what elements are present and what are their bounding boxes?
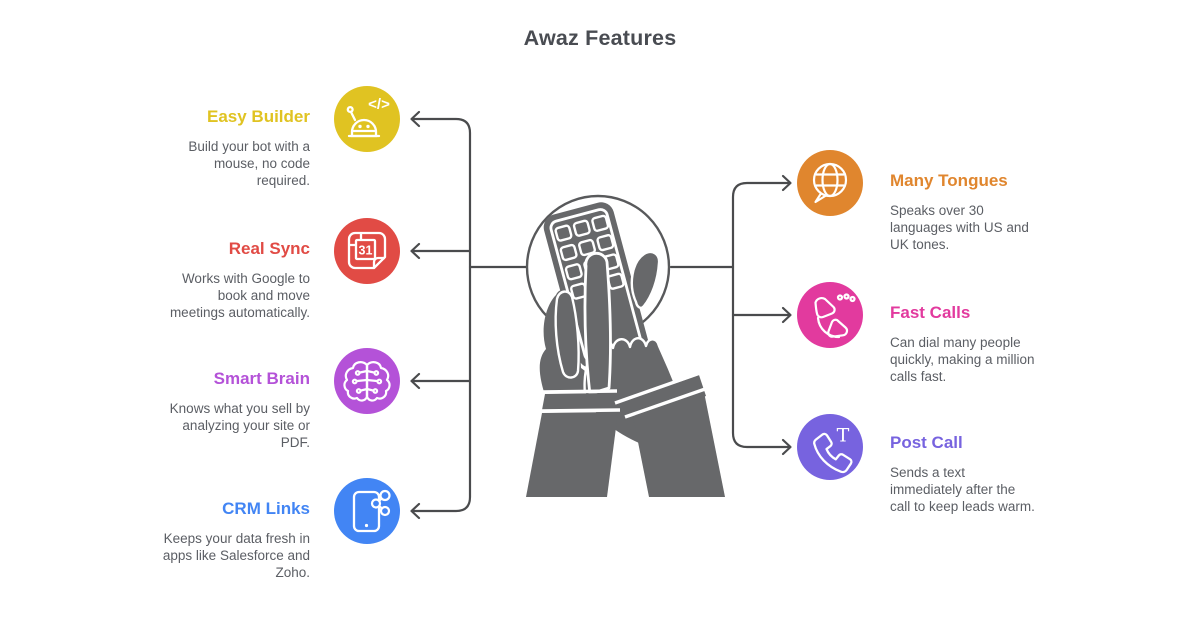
smart-brain-icon-badge: [334, 348, 400, 414]
feature-description: Sends a text immediately after the call …: [890, 465, 1035, 515]
feature-title: Many Tongues: [890, 171, 1008, 190]
feature-title: Real Sync: [228, 239, 310, 258]
svg-text:</>: </>: [368, 96, 390, 113]
feature-real-sync: Real Sync Works with Google to book and …: [115, 238, 310, 322]
feature-description: Can dial many people quickly, making a m…: [890, 335, 1035, 385]
feature-description: Build your bot with a mouse, no code req…: [188, 139, 310, 189]
page-title: Awaz Features: [523, 26, 677, 50]
real-sync-icon-badge: 31: [334, 218, 400, 284]
fast-calls-icon-badge: [797, 282, 863, 348]
feature-crm-links: CRM Links Keeps your data fresh in apps …: [110, 498, 310, 582]
phone-dots-icon: [814, 293, 856, 339]
feature-description: Works with Google to book and move meeti…: [169, 271, 310, 321]
post-call-icon-badge: T: [797, 414, 863, 480]
cuff-gap-lines: [538, 371, 709, 419]
feature-description: Keeps your data fresh in apps like Sales…: [162, 531, 310, 581]
brain-circuit-icon: [343, 361, 391, 402]
feature-title: Smart Brain: [213, 369, 310, 388]
feature-many-tongues: Many Tongues Speaks over 30 languages wi…: [890, 170, 1075, 254]
calendar-31-icon: 31: [347, 231, 387, 270]
feature-smart-brain: Smart Brain Knows what you sell by analy…: [115, 368, 310, 452]
right-thumb: [630, 250, 661, 310]
svg-text:31: 31: [359, 244, 373, 258]
feature-fast-calls: Fast Calls Can dial many people quickly,…: [890, 302, 1080, 386]
feature-title: Easy Builder: [207, 107, 310, 126]
feature-description: Speaks over 30 languages with US and UK …: [890, 203, 1029, 253]
feature-title: Fast Calls: [890, 303, 971, 322]
hands-phone-illustration: [525, 194, 725, 497]
sleeves: [526, 375, 725, 497]
index-finger: [583, 251, 612, 396]
connector-lines: [410, 110, 792, 520]
arrow-icons: [410, 110, 792, 520]
many-tongues-icon-badge: [797, 150, 863, 216]
feature-easy-builder: Easy Builder Build your bot with a mouse…: [115, 106, 310, 190]
feature-title: CRM Links: [222, 499, 310, 518]
svg-text:T: T: [837, 425, 850, 447]
feature-post-call: Post Call Sends a text immediately after…: [890, 432, 1075, 516]
crm-links-icon-badge: [334, 478, 400, 544]
feature-title: Post Call: [890, 433, 963, 452]
easy-builder-icon-badge: </>: [334, 86, 400, 152]
phone-share-icon: [352, 489, 391, 533]
globe-speech-icon: [812, 162, 848, 204]
left-thumb: [554, 290, 580, 379]
phone-text-icon: T: [813, 425, 853, 474]
robot-code-icon: </>: [346, 96, 390, 138]
feature-description: Knows what you sell by analyzing your si…: [169, 401, 310, 451]
